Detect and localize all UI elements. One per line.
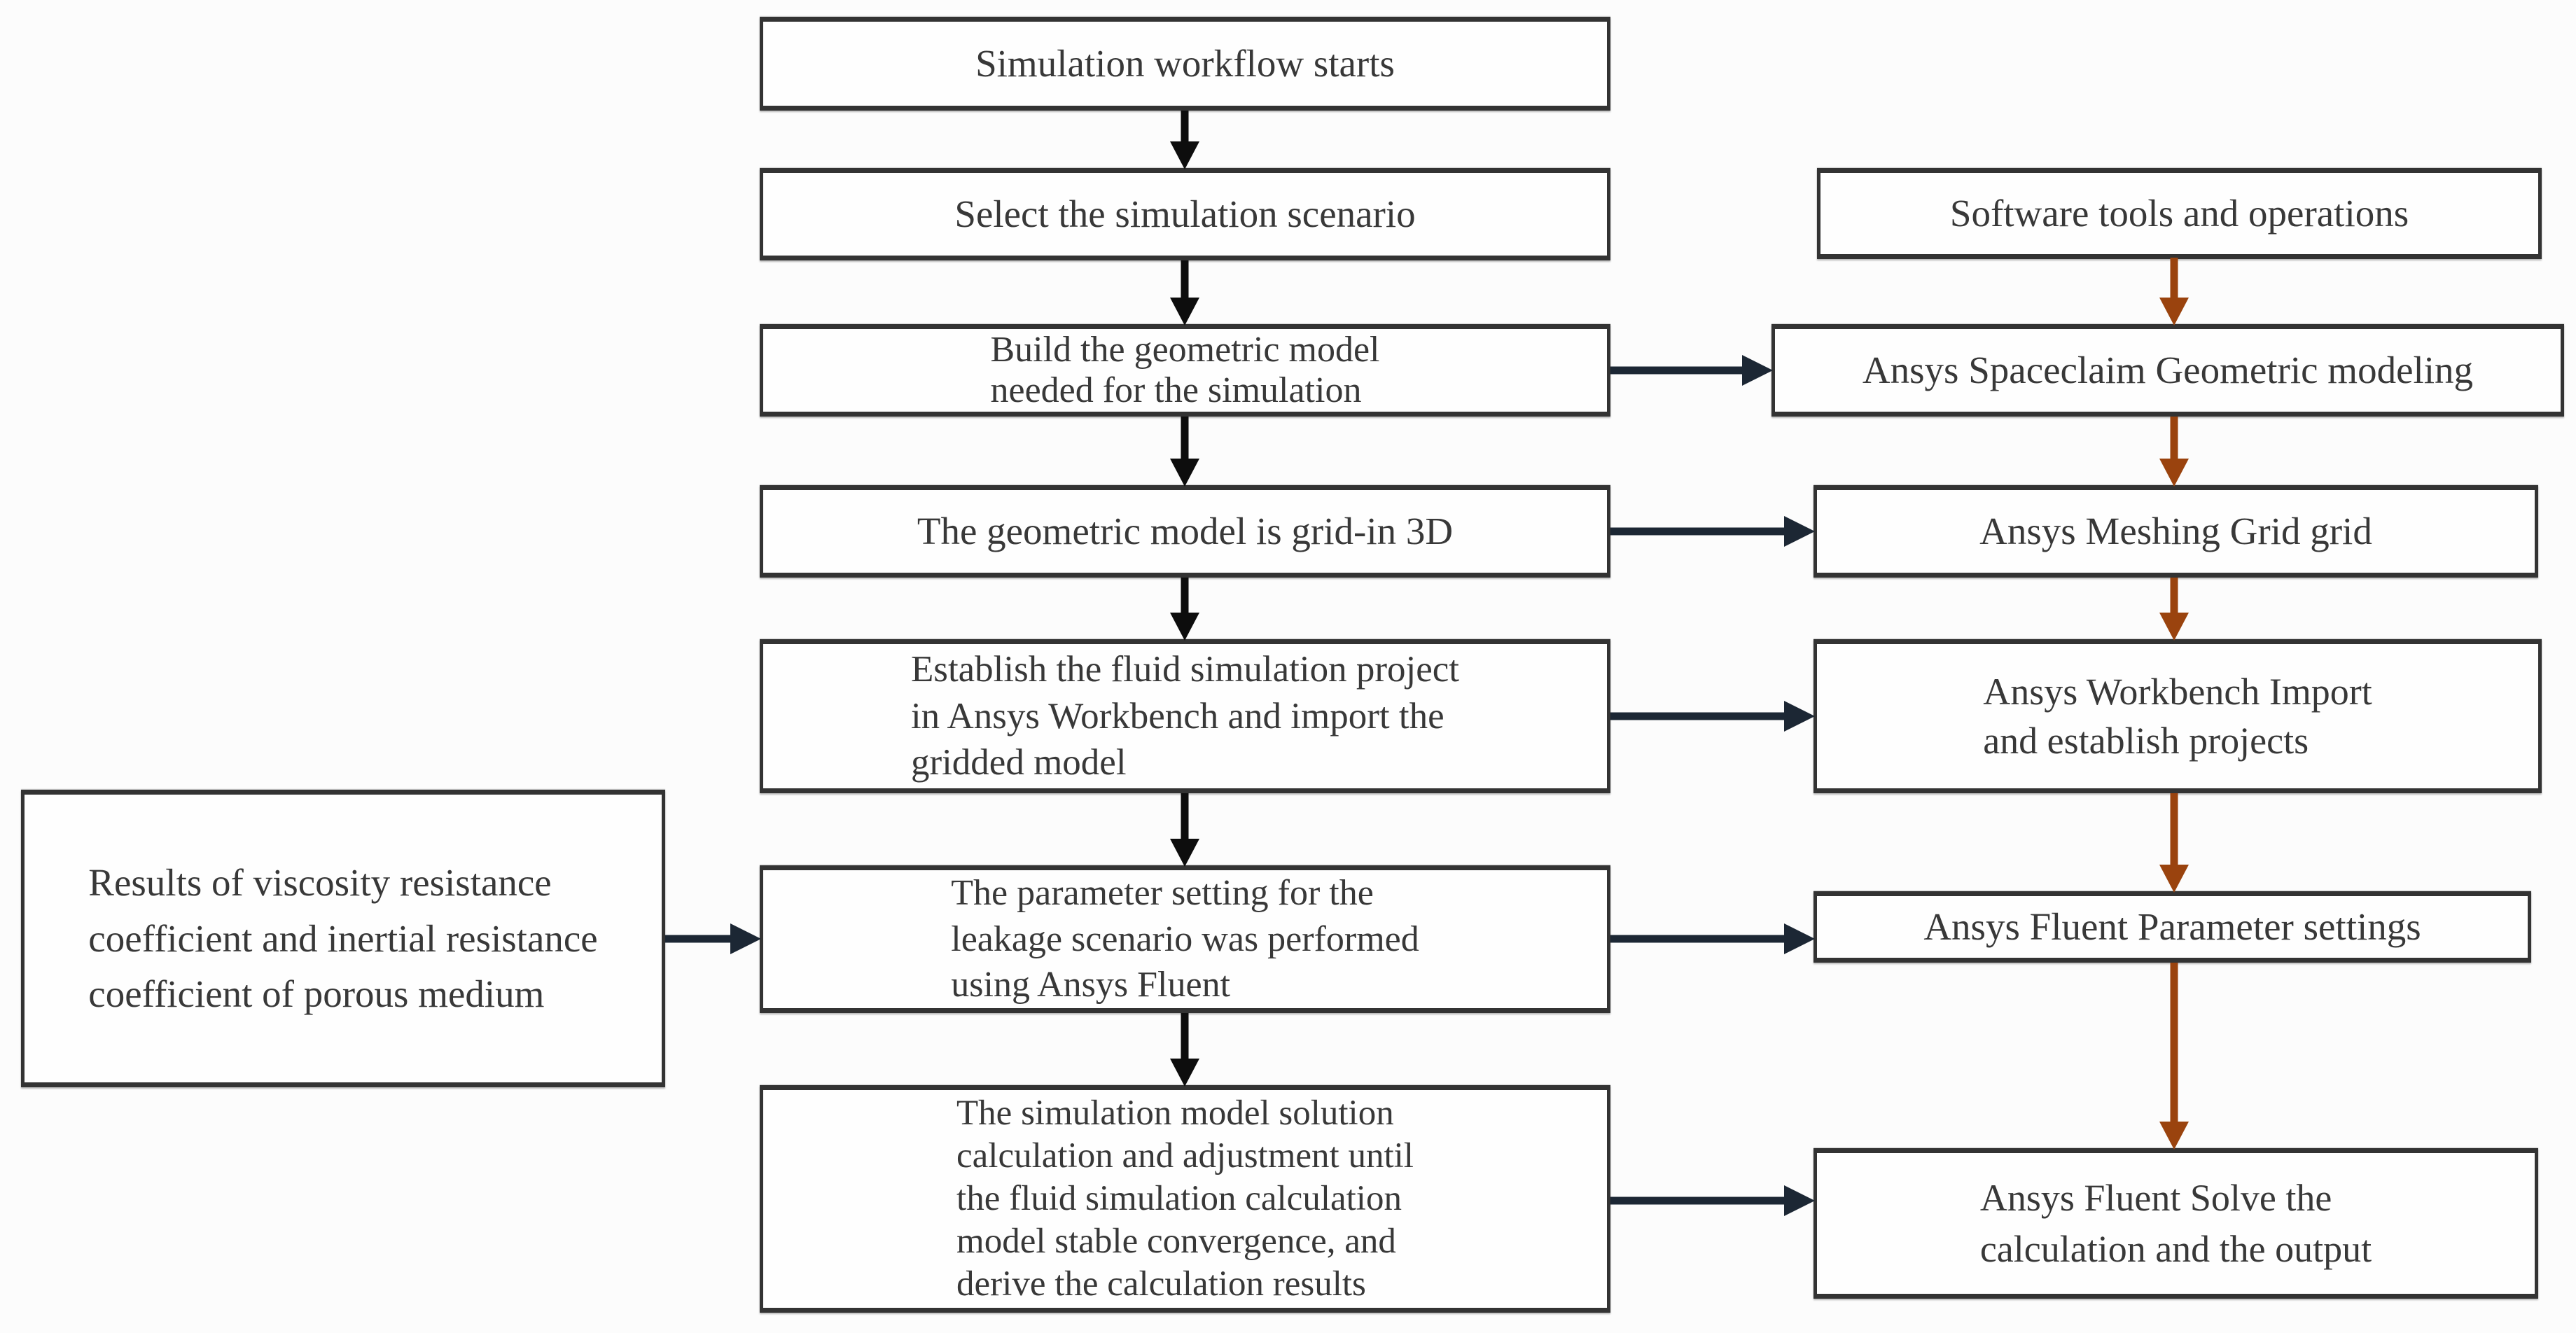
arrow-head-icon bbox=[730, 923, 761, 954]
arrow-head-icon bbox=[1742, 355, 1773, 386]
arrow-down-grid-to-establish bbox=[1167, 578, 1202, 641]
box-build-geometric-model: Build the geometric model needed for the… bbox=[760, 324, 1610, 417]
box-simulation-workflow-starts-label: Simulation workflow starts bbox=[975, 41, 1395, 85]
arrow-stem bbox=[1610, 366, 1746, 375]
box-ansys-spaceclaim: Ansys Spaceclaim Geometric modeling bbox=[1771, 324, 2564, 417]
box-software-tools-operations-label: Software tools and operations bbox=[1949, 191, 2409, 235]
arrow-head-icon bbox=[1784, 701, 1815, 732]
arrow-head-icon bbox=[2159, 298, 2189, 326]
arrow-head-icon bbox=[1170, 459, 1199, 487]
box-geometric-model-grid-3d-label: The geometric model is grid-in 3D bbox=[917, 509, 1454, 552]
arrow-stem bbox=[1181, 260, 1189, 302]
arrow-head-icon bbox=[1170, 298, 1199, 326]
arrow-stem bbox=[1181, 417, 1189, 463]
arrow-stem bbox=[2170, 793, 2178, 869]
box-porous-medium-coefficients-label: Results of viscosity resistance coeffici… bbox=[88, 860, 598, 1016]
arrow-right-solution-to-solve bbox=[1610, 1183, 1815, 1218]
box-ansys-workbench-import-label: Ansys Workbench Import and establish pro… bbox=[1983, 670, 2372, 762]
arrow-head-icon bbox=[1784, 516, 1815, 547]
arrow-stem bbox=[2170, 578, 2178, 617]
arrow-down-establish-to-parameter bbox=[1167, 793, 1202, 867]
box-select-simulation-scenario-label: Select the simulation scenario bbox=[954, 192, 1416, 235]
box-geometric-model-grid-3d: The geometric model is grid-in 3D bbox=[760, 485, 1610, 578]
arrow-down-workbench-to-fluent-parameters bbox=[2157, 793, 2192, 893]
arrow-right-coefficients-to-parameter bbox=[665, 921, 761, 956]
arrow-head-icon bbox=[2159, 1122, 2189, 1150]
box-ansys-fluent-solve: Ansys Fluent Solve the calculation and t… bbox=[1813, 1148, 2538, 1299]
arrow-down-scenario-to-build bbox=[1167, 260, 1202, 326]
box-ansys-meshing: Ansys Meshing Grid grid bbox=[1813, 485, 2538, 578]
arrow-stem bbox=[665, 935, 734, 943]
box-parameter-setting-leakage-label: The parameter setting for the leakage sc… bbox=[951, 873, 1419, 1005]
arrow-head-icon bbox=[1170, 839, 1199, 867]
arrow-head-icon bbox=[1170, 613, 1199, 641]
arrow-down-spaceclaim-to-meshing bbox=[2157, 417, 2192, 487]
arrow-stem bbox=[2170, 258, 2178, 302]
arrow-stem bbox=[1181, 578, 1189, 617]
arrow-down-starts-to-scenario bbox=[1167, 111, 1202, 169]
arrow-right-parameter-to-fluent bbox=[1610, 921, 1815, 956]
box-parameter-setting-leakage: The parameter setting for the leakage sc… bbox=[760, 865, 1610, 1013]
arrow-stem bbox=[1610, 712, 1788, 720]
box-ansys-workbench-import: Ansys Workbench Import and establish pro… bbox=[1813, 639, 2542, 793]
box-select-simulation-scenario: Select the simulation scenario bbox=[760, 168, 1610, 260]
arrow-stem bbox=[1610, 527, 1788, 536]
arrow-down-tools-to-spaceclaim bbox=[2157, 258, 2192, 326]
box-establish-fluid-simulation-project: Establish the fluid simulation project i… bbox=[760, 639, 1610, 793]
box-ansys-spaceclaim-label: Ansys Spaceclaim Geometric modeling bbox=[1862, 348, 2474, 391]
arrow-right-build-to-spaceclaim bbox=[1610, 353, 1773, 388]
box-ansys-meshing-label: Ansys Meshing Grid grid bbox=[1979, 509, 2372, 552]
box-ansys-fluent-parameters-label: Ansys Fluent Parameter settings bbox=[1923, 905, 2421, 948]
arrow-down-parameter-to-solution bbox=[1167, 1013, 1202, 1087]
arrow-stem bbox=[1181, 793, 1189, 843]
arrow-stem bbox=[1610, 935, 1788, 943]
arrow-head-icon bbox=[2159, 459, 2189, 487]
arrow-stem bbox=[1181, 1013, 1189, 1063]
arrow-right-establish-to-workbench bbox=[1610, 699, 1815, 734]
arrow-down-build-to-grid bbox=[1167, 417, 1202, 487]
box-ansys-fluent-parameters: Ansys Fluent Parameter settings bbox=[1813, 891, 2531, 963]
arrow-head-icon bbox=[2159, 865, 2189, 893]
arrow-stem bbox=[1610, 1196, 1788, 1205]
arrow-right-grid-to-meshing bbox=[1610, 514, 1815, 549]
box-model-solution-convergence-label: The simulation model solution calculatio… bbox=[956, 1093, 1414, 1304]
arrow-head-icon bbox=[1784, 1185, 1815, 1216]
arrow-head-icon bbox=[1170, 1059, 1199, 1087]
arrow-head-icon bbox=[2159, 613, 2189, 641]
box-ansys-fluent-solve-label: Ansys Fluent Solve the calculation and t… bbox=[1979, 1176, 2372, 1270]
box-establish-fluid-simulation-project-label: Establish the fluid simulation project i… bbox=[910, 648, 1460, 783]
box-model-solution-convergence: The simulation model solution calculatio… bbox=[760, 1085, 1610, 1313]
arrow-down-meshing-to-workbench bbox=[2157, 578, 2192, 641]
box-build-geometric-model-label: Build the geometric model needed for the… bbox=[990, 329, 1380, 410]
arrow-stem bbox=[2170, 417, 2178, 463]
arrow-stem bbox=[2170, 963, 2178, 1126]
arrow-head-icon bbox=[1784, 923, 1815, 954]
arrow-head-icon bbox=[1170, 141, 1199, 169]
box-porous-medium-coefficients: Results of viscosity resistance coeffici… bbox=[21, 790, 665, 1087]
arrow-stem bbox=[1181, 111, 1189, 146]
box-software-tools-operations: Software tools and operations bbox=[1817, 168, 2542, 259]
box-simulation-workflow-starts: Simulation workflow starts bbox=[760, 17, 1610, 111]
arrow-down-parameters-to-solve bbox=[2157, 963, 2192, 1150]
